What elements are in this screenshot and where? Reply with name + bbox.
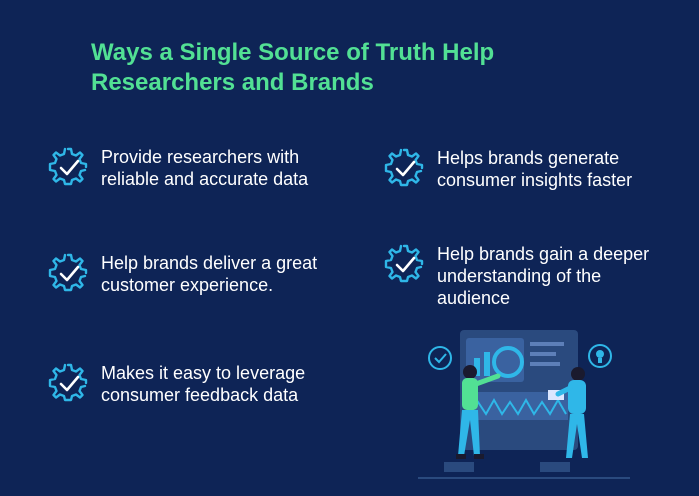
analytics-illustration: [418, 330, 630, 479]
gear-check-icon: [48, 146, 88, 186]
list-item: Makes it easy to leverage consumer feedb…: [48, 362, 361, 406]
check-bubble-icon: [428, 346, 452, 370]
list-item: Help brands gain a deeper understanding …: [384, 243, 677, 309]
gear-check-icon: [48, 252, 88, 292]
item-text: Makes it easy to leverage consumer feedb…: [101, 363, 306, 405]
list-item: Help brands deliver a great customer exp…: [48, 252, 371, 296]
page-title: Ways a Single Source of Truth Help Resea…: [91, 39, 495, 96]
gear-check-icon: [384, 147, 424, 187]
item-text: Helps brands generate consumer insights …: [437, 148, 633, 190]
gear-check-icon: [48, 362, 88, 402]
gear-check-icon: [384, 243, 424, 283]
item-text: Help brands gain a deeper understanding …: [437, 244, 650, 308]
list-item: Provide researchers with reliable and ac…: [48, 146, 361, 190]
list-item: Helps brands generate consumer insights …: [384, 147, 687, 191]
item-text: Help brands deliver a great customer exp…: [101, 253, 318, 295]
item-text: Provide researchers with reliable and ac…: [101, 147, 309, 189]
